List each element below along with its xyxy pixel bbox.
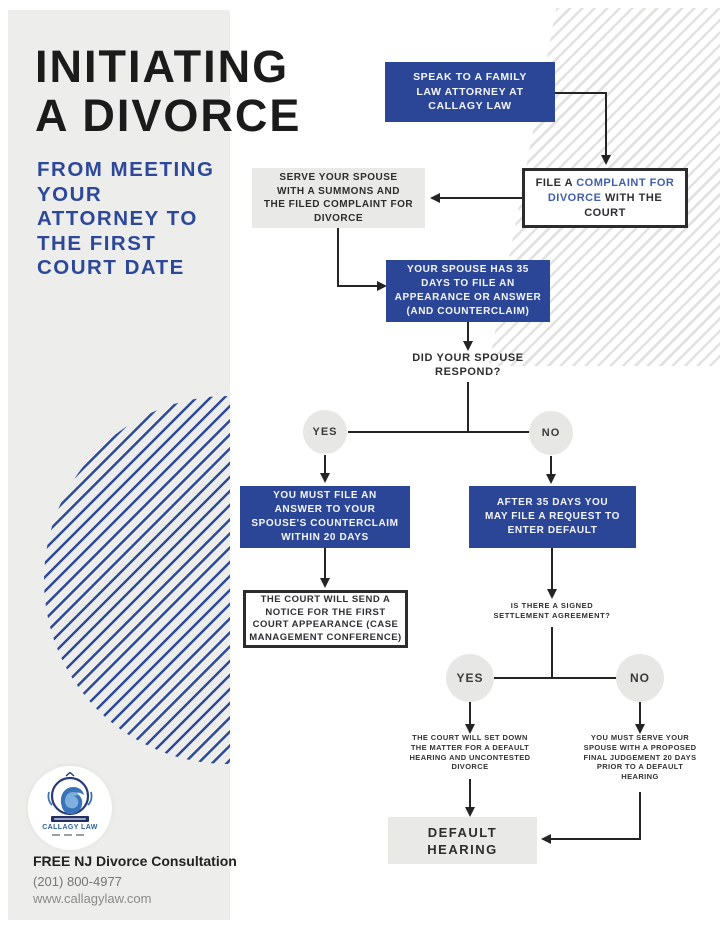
connector [469,779,471,809]
connector [551,627,553,678]
arrowhead-down [601,155,611,165]
file-complaint-text: FILE A COMPLAINT FOR DIVORCE WITH THE CO… [534,176,676,221]
connector [467,382,469,432]
connector [324,548,326,580]
flow-node-serve-spouse: SERVE YOUR SPOUSE WITH A SUMMONS AND THE… [252,168,425,228]
arrowhead-left [430,193,440,203]
connector [551,838,641,840]
callagy-law-logo: CALLAGY LAW [28,766,112,850]
flow-node-court-notice: THE COURT WILL SEND A NOTICE FOR THE FIR… [243,590,408,648]
lion-emblem-icon [47,772,93,822]
branch-respond-no: NO [529,411,573,455]
phone-number: (201) 800-4977 [33,874,122,889]
branch-settlement-yes: YES [446,654,494,702]
flow-text-serve-judgement: YOU MUST SERVE YOUR SPOUSE WITH A PROPOS… [583,733,697,782]
arrowhead-down [547,589,557,599]
connector [469,702,471,726]
arrowhead-down [465,724,475,734]
branch-respond-yes: YES [303,410,347,454]
flow-node-file-complaint: FILE A COMPLAINT FOR DIVORCE WITH THE CO… [522,168,688,228]
page-subtitle: FROM MEETING YOUR ATTORNEY TO THE FIRST … [37,158,215,279]
logo-tagline-marks [52,834,88,836]
connector [605,92,607,156]
connector [639,792,641,840]
connector [440,197,522,199]
arrowhead-left [541,834,551,844]
arrowhead-down [546,474,556,484]
flow-node-file-answer: YOU MUST FILE AN ANSWER TO YOUR SPOUSE'S… [240,486,410,548]
flow-node-speak-to-attorney: SPEAK TO A FAMILY LAW ATTORNEY AT CALLAG… [385,62,555,122]
complaint-text-plain2: WITH THE COURT [584,191,663,219]
connector [551,548,553,591]
branch-settlement-no: NO [616,654,664,702]
connector [337,285,379,287]
flow-node-default-hearing: DEFAULT HEARING [388,817,537,864]
connector [550,456,552,476]
connector [494,677,618,679]
arrowhead-down [635,724,645,734]
flow-text-court-set-down: THE COURT WILL SET DOWN THE MATTER FOR A… [409,733,531,772]
arrowhead-right [377,281,387,291]
arrowhead-down [320,578,330,588]
arrowhead-down [465,807,475,817]
consultation-text: FREE NJ Divorce Consultation [33,853,237,869]
left-gray-panel [8,10,230,920]
connector [337,228,339,287]
logo-wordmark: CALLAGY LAW [42,824,98,831]
page-title: INITIATING A DIVORCE [35,41,302,141]
arrowhead-down [320,473,330,483]
connector [348,431,530,433]
connector [555,92,607,94]
flow-node-request-default: AFTER 35 DAYS YOU MAY FILE A REQUEST TO … [469,486,636,548]
question-signed-settlement: IS THERE A SIGNED SETTLEMENT AGREEMENT? [493,601,611,620]
complaint-text-highlight: COMPLAINT FOR DIVORCE [547,176,675,204]
question-did-spouse-respond: DID YOUR SPOUSE RESPOND? [412,352,524,378]
website-url: www.callagylaw.com [33,891,152,906]
complaint-text-plain: FILE A [535,176,577,189]
connector [467,322,469,343]
arrowhead-down [463,341,473,351]
blue-striped-circle-decoration [44,396,230,764]
flow-node-spouse-35-days: YOUR SPOUSE HAS 35 DAYS TO FILE AN APPEA… [386,260,550,322]
connector [324,455,326,475]
connector [639,702,641,726]
